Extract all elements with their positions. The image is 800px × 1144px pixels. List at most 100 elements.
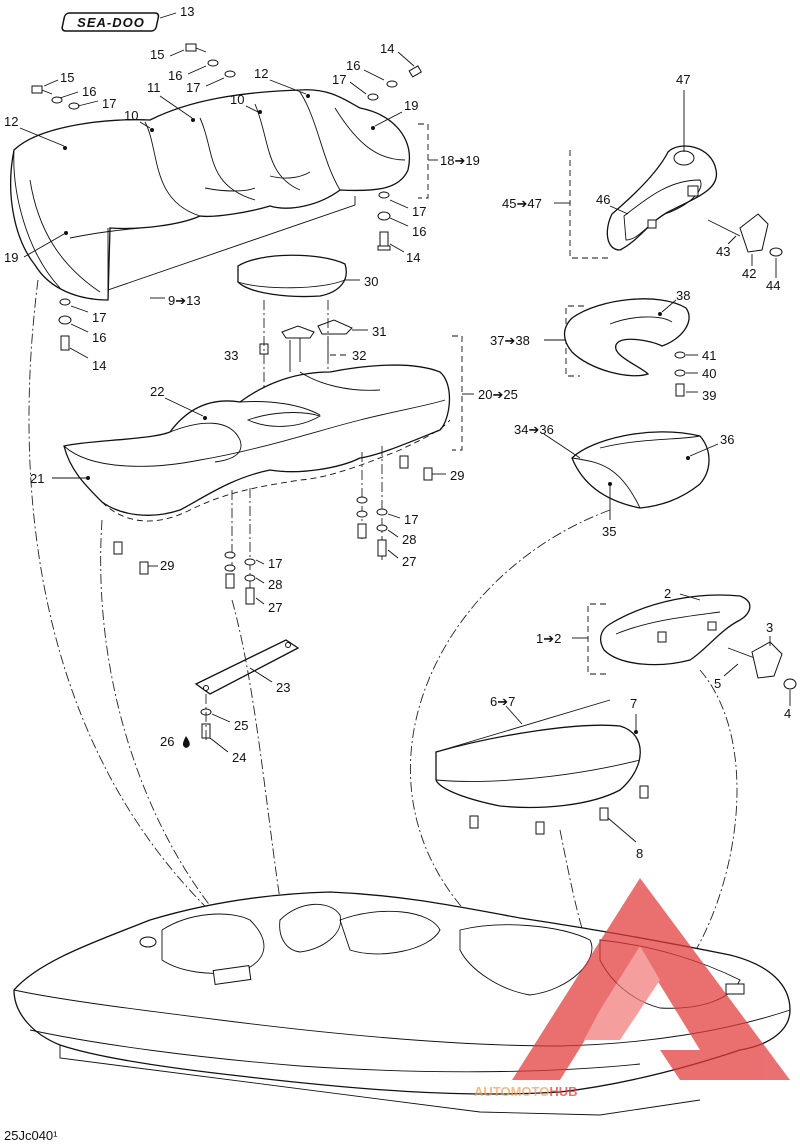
washer-17-center (224, 70, 236, 78)
callout-16b: 16 (168, 68, 182, 83)
callout-32: 32 (352, 348, 366, 363)
callout-19b: 19 (4, 250, 18, 265)
washer-17-right (367, 93, 379, 101)
callout-15a: 15 (60, 70, 74, 85)
screw-14-top (408, 65, 423, 78)
group-20-25: 20➔25 (478, 387, 518, 402)
seat-cover-main (10, 89, 410, 301)
callout-16e: 16 (92, 330, 106, 345)
seat-cover-assembly (10, 89, 410, 301)
watermark-triangle-logo (512, 878, 790, 1080)
callout-17b: 17 (186, 80, 200, 95)
seat-21-22 (63, 364, 451, 522)
rear-handle-2 (599, 594, 797, 690)
callout-10b: 10 (230, 92, 244, 107)
callout-16d: 16 (412, 224, 426, 239)
callout-17f: 17 (404, 512, 418, 527)
screw-15-left (31, 85, 43, 94)
callout-10a: 10 (124, 108, 138, 123)
group-37-38: 37➔38 (490, 333, 530, 348)
hardware-15-16-17-left (31, 85, 80, 110)
backrest-38 (563, 298, 690, 397)
washer-16-left (51, 96, 63, 104)
callout-42: 42 (742, 266, 756, 281)
sea-doo-logo: SEA-DOO (61, 12, 160, 32)
callout-8: 8 (636, 846, 643, 861)
callout-13: 13 (180, 4, 194, 19)
callout-17d: 17 (412, 204, 426, 219)
hardware-17-16-14-right-cover (377, 191, 391, 251)
group-1-2: 1➔2 (536, 631, 561, 646)
hardware-15-16-17-center (185, 43, 236, 78)
callout-29b: 29 (160, 558, 174, 573)
hull-body (13, 891, 791, 1095)
callout-15b: 15 (150, 47, 164, 62)
callout-14a: 14 (380, 41, 394, 56)
callout-7: 7 (630, 696, 637, 711)
callout-5: 5 (714, 676, 721, 691)
callout-39: 39 (702, 388, 716, 403)
strap-31-right (317, 319, 353, 335)
callout-4: 4 (784, 706, 791, 721)
callout-40: 40 (702, 366, 716, 381)
svg-text:AUTOMOTOHUB: AUTOMOTOHUB (474, 1084, 578, 1099)
callout-38: 38 (676, 288, 690, 303)
callout-44: 44 (766, 278, 780, 293)
screw-14-right-cover (379, 231, 389, 247)
cushion-6-7 (435, 699, 649, 835)
callout-11: 11 (147, 80, 161, 95)
callout-3: 3 (766, 620, 773, 635)
group-18-19: 18➔19 (440, 153, 480, 168)
callout-2: 2 (664, 586, 671, 601)
group-bracket-1-2 (587, 603, 606, 675)
callout-35: 35 (602, 524, 616, 539)
hardware-17-16-14-left-cover (58, 298, 72, 351)
washer-44 (769, 247, 783, 257)
callout-27a: 27 (402, 554, 416, 569)
callout-41: 41 (702, 348, 716, 363)
callout-22: 22 (150, 384, 164, 399)
loctite-drop-icon (182, 736, 190, 748)
callout-36: 36 (720, 432, 734, 447)
callout-16a: 16 (82, 84, 96, 99)
washer-16-right (386, 80, 398, 88)
seat-base-21 (63, 364, 451, 516)
automotohub-watermark: AUTOMOTOHUB (474, 878, 790, 1099)
group-bracket-20-25 (452, 335, 463, 451)
callout-12b: 12 (254, 66, 268, 81)
callout-29a: 29 (450, 468, 464, 483)
callout-17a: 17 (102, 96, 116, 111)
washer-4 (783, 678, 797, 690)
group-9-13: 9➔13 (168, 293, 201, 308)
cushion-30 (237, 254, 347, 298)
washer-17-left (68, 102, 80, 110)
leader-13 (159, 12, 177, 19)
callout-12a: 12 (4, 114, 18, 129)
cap-47 (673, 150, 695, 166)
callout-25: 25 (234, 718, 248, 733)
screw-15-center (185, 43, 197, 52)
seat-cover-bracket-line (107, 196, 356, 300)
callout-14b: 14 (406, 250, 420, 265)
strap-31-left (281, 325, 315, 339)
hull-steering (279, 903, 342, 953)
callout-26: 26 (160, 734, 174, 749)
callout-47: 47 (676, 72, 690, 87)
washer-16-center (207, 59, 219, 67)
callout-27b: 27 (268, 600, 282, 615)
callout-31: 31 (372, 324, 386, 339)
callout-43: 43 (716, 244, 730, 259)
group-6-7: 6➔7 (490, 694, 515, 709)
group-45-47: 45➔47 (502, 196, 542, 211)
watermark-part1: AUTOMOTO (474, 1084, 549, 1099)
drawing-code: 25Jc040¹ (4, 1128, 58, 1143)
bracket-42 (739, 213, 769, 253)
callout-23: 23 (276, 680, 290, 695)
bracket-3 (751, 641, 783, 679)
hardware-14-16-17-right (367, 65, 423, 101)
seat-cover-rear-edge (13, 149, 61, 289)
callout-16c: 16 (346, 58, 360, 73)
callout-17e: 17 (92, 310, 106, 325)
callout-21: 21 (30, 471, 44, 486)
